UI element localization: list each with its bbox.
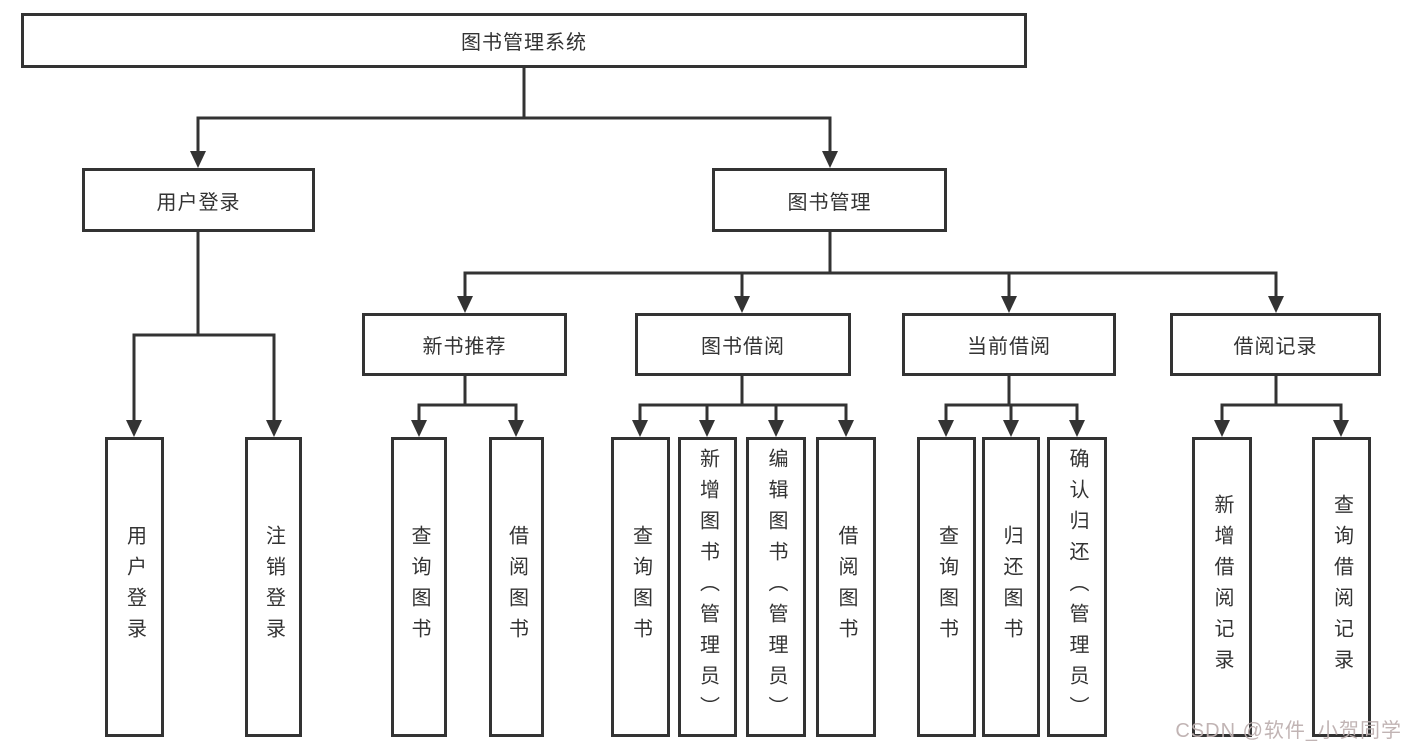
node-root: 图书管理系统: [21, 13, 1027, 68]
node-current-borrow: 当前借阅: [902, 313, 1116, 376]
node-book-management: 图书管理: [712, 168, 947, 232]
leaf-add-borrow-record-label: 新增借阅记录: [1211, 494, 1233, 680]
leaf-query-book-borrow: 查询图书: [611, 437, 670, 737]
leaf-query-book-recommend: 查询图书: [391, 437, 447, 737]
leaf-borrow-book-recommend: 借阅图书: [489, 437, 544, 737]
node-borrow-records-label: 借阅记录: [1233, 336, 1318, 358]
node-borrow-records: 借阅记录: [1170, 313, 1381, 376]
connector-borrow-records-to-leaves: [1220, 376, 1343, 421]
node-root-label: 图书管理系统: [461, 32, 587, 54]
node-book-borrow: 图书借阅: [635, 313, 851, 376]
leaf-query-book-borrow-label: 查询图书: [629, 525, 652, 649]
leaf-return-book: 归还图书: [982, 437, 1040, 737]
connector-user-login-to-leaves: [132, 232, 276, 421]
leaf-logout-login-label: 注销登录: [262, 525, 285, 649]
leaf-add-borrow-record: 新增借阅记录: [1192, 437, 1252, 737]
leaf-user-login-label: 用户登录: [123, 525, 146, 649]
leaf-query-book-current-label: 查询图书: [935, 525, 958, 649]
leaf-edit-book-admin: 编辑图书（管理员）: [746, 437, 806, 737]
connector-book-management-to-level3: [463, 232, 1278, 297]
arrowheads: [126, 151, 1349, 437]
node-user-login-label: 用户登录: [156, 191, 241, 214]
leaf-return-book-label: 归还图书: [1000, 525, 1022, 649]
leaf-query-book-recommend-label: 查询图书: [408, 525, 430, 649]
leaf-borrow-book: 借阅图书: [816, 437, 876, 737]
node-current-borrow-label: 当前借阅: [967, 336, 1051, 358]
connector-current-borrow-to-leaves: [944, 376, 1079, 421]
node-new-book-recommend: 新书推荐: [362, 313, 567, 376]
leaf-add-book-admin: 新增图书（管理员）: [678, 437, 737, 737]
node-user-login: 用户登录: [82, 168, 315, 232]
node-book-borrow-label: 图书借阅: [701, 336, 785, 358]
connector-book-borrow-to-leaves: [638, 376, 848, 421]
leaf-edit-book-admin-label: 编辑图书（管理员）: [765, 447, 787, 727]
leaf-borrow-book-label: 借阅图书: [835, 525, 857, 649]
leaf-query-borrow-record-label: 查询借阅记录: [1330, 494, 1353, 680]
leaf-query-book-current: 查询图书: [917, 437, 976, 737]
leaf-query-borrow-record: 查询借阅记录: [1312, 437, 1371, 737]
leaf-confirm-return-admin: 确认归还（管理员）: [1047, 437, 1107, 737]
leaf-confirm-return-admin-label: 确认归还（管理员）: [1066, 447, 1088, 727]
leaf-borrow-book-recommend-label: 借阅图书: [505, 525, 528, 649]
connector-new-book-recommend-to-leaves: [417, 376, 518, 421]
node-new-book-recommend-label: 新书推荐: [422, 336, 507, 358]
leaf-add-book-admin-label: 新增图书（管理员）: [696, 447, 719, 727]
csdn-watermark: CSDN @软件_小贺同学: [1175, 720, 1402, 742]
leaf-user-login: 用户登录: [105, 437, 164, 737]
node-book-management-label: 图书管理: [787, 191, 872, 214]
leaf-logout-login: 注销登录: [245, 437, 302, 737]
connector-root-to-level2: [196, 68, 832, 151]
